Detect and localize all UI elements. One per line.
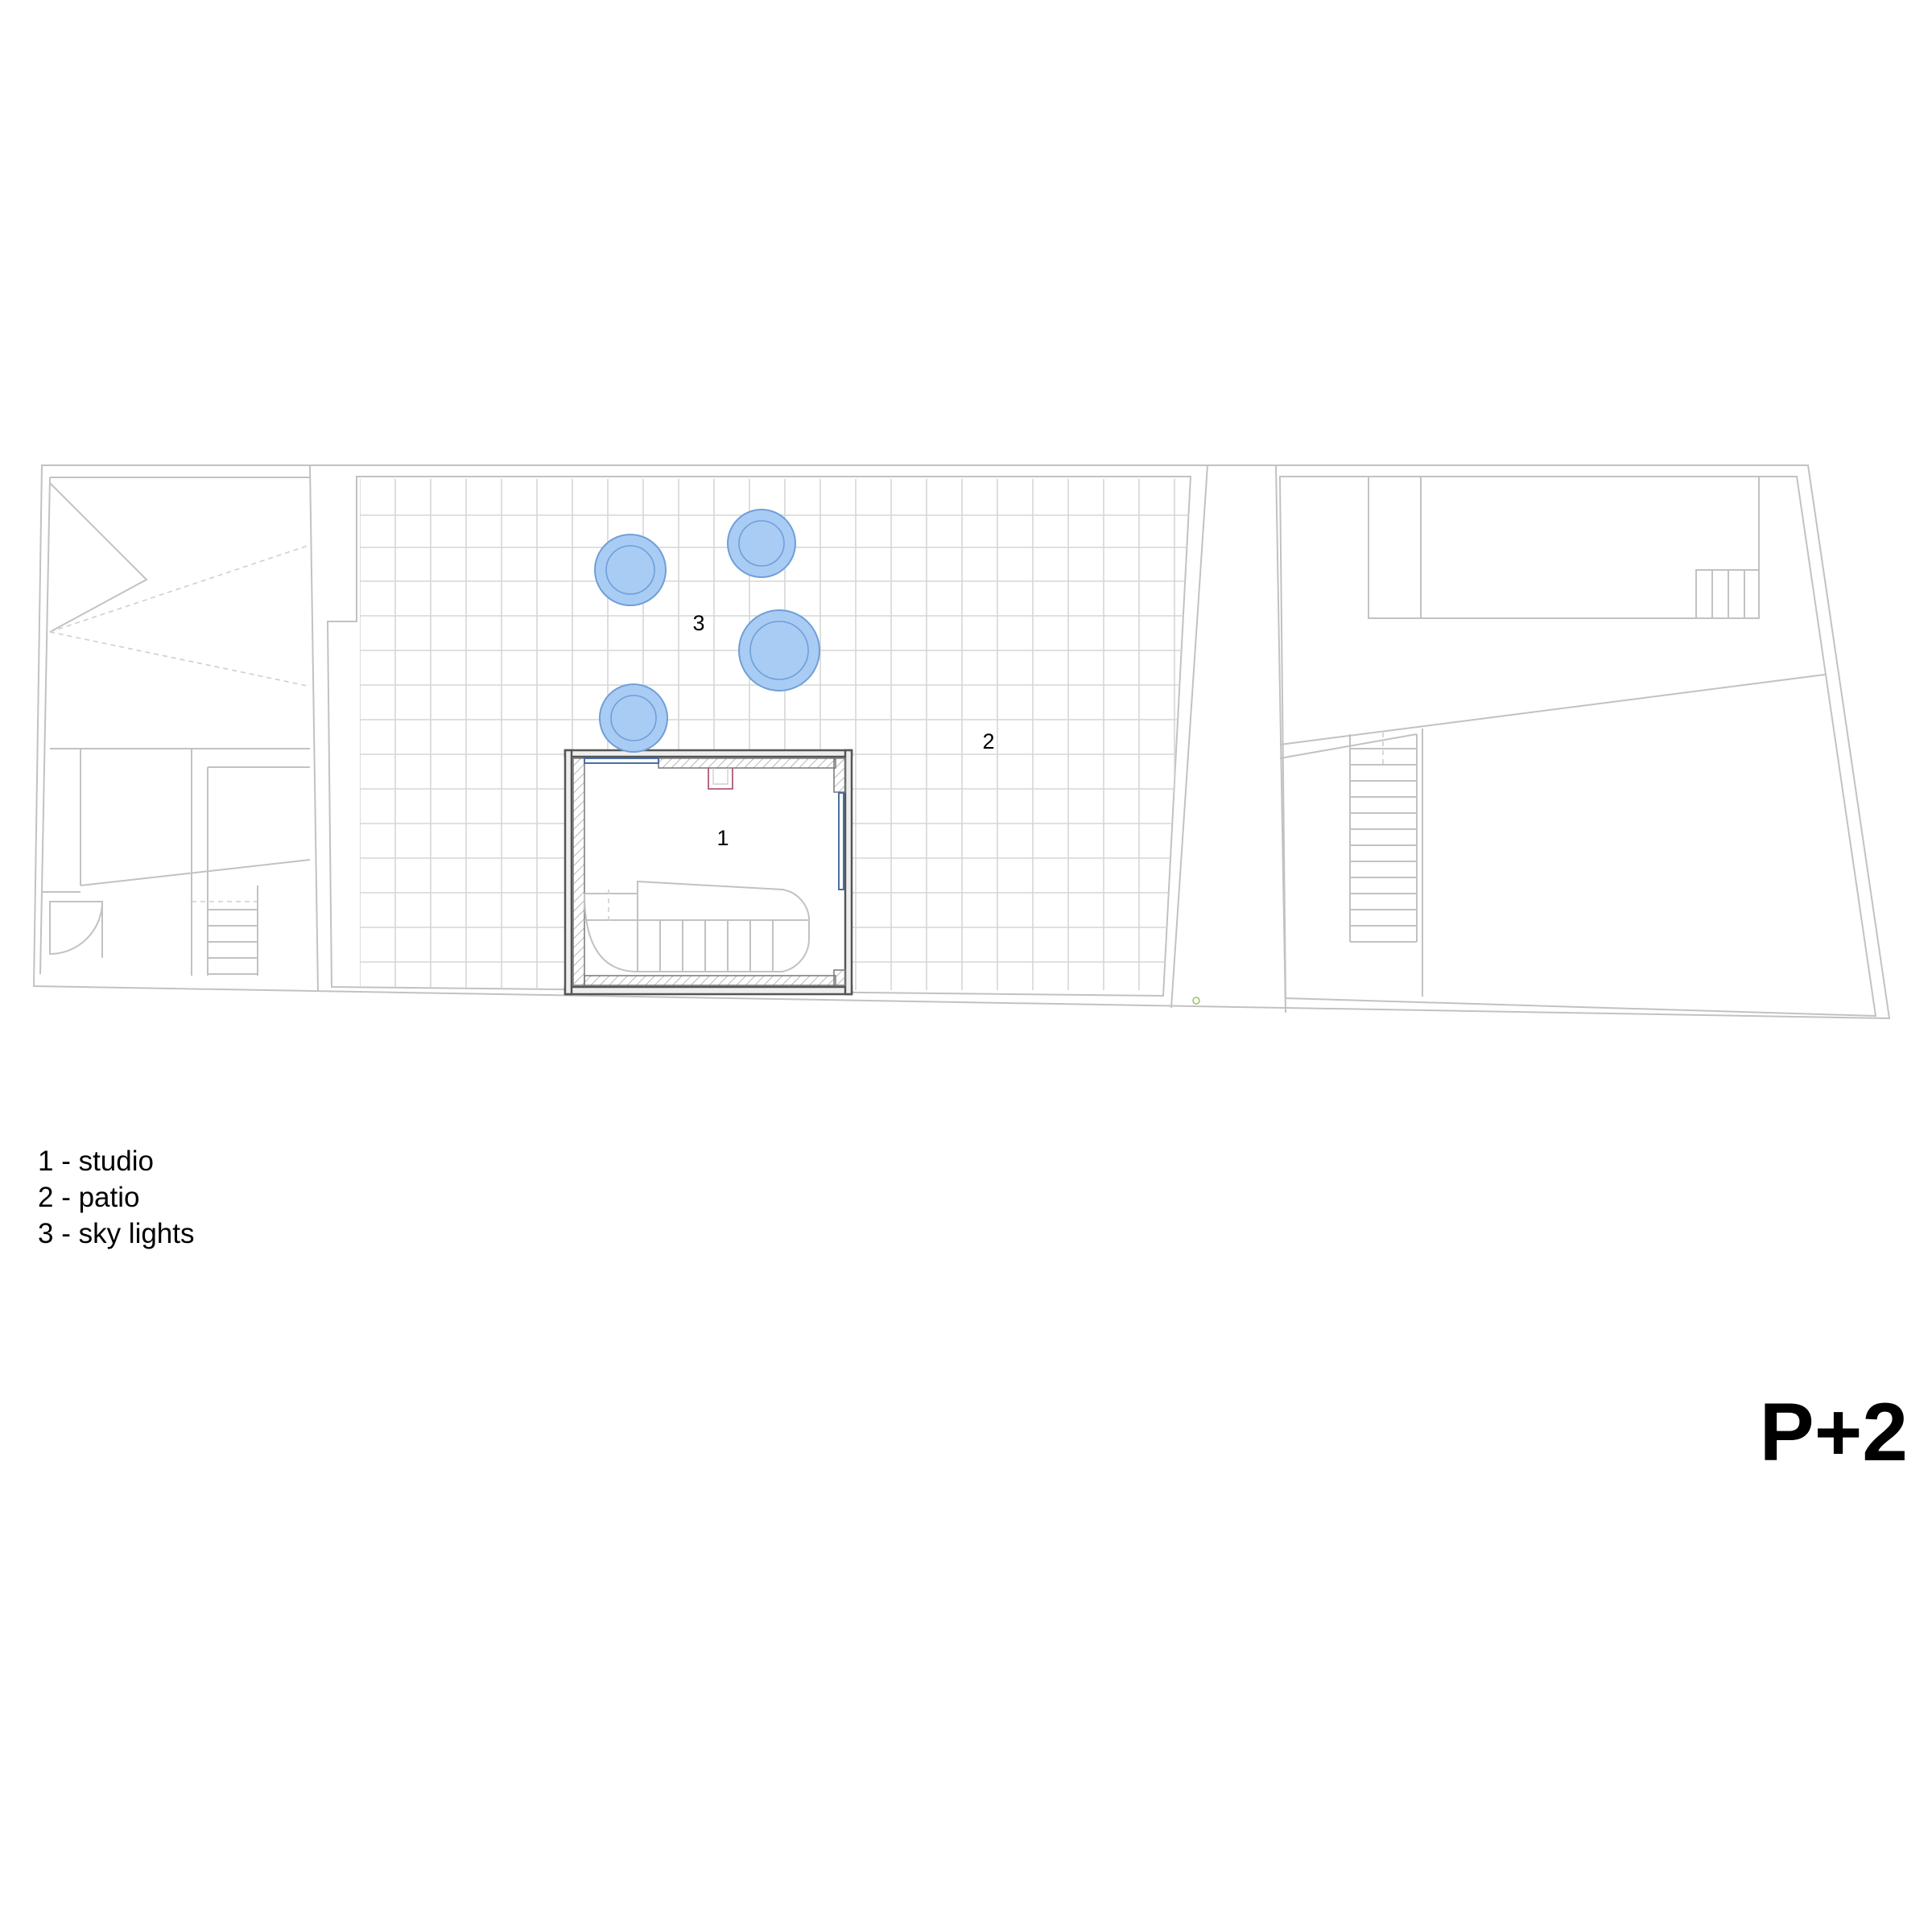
- legend: 1 - studio 2 - patio 3 - sky lights: [38, 1143, 195, 1252]
- skylight-1: [594, 534, 667, 606]
- legend-item-studio: 1 - studio: [38, 1146, 154, 1177]
- skylight-4: [599, 683, 668, 753]
- legend-item-patio: 2 - patio: [38, 1182, 140, 1213]
- building-outline: [32, 464, 1891, 1020]
- skylights: [594, 509, 820, 753]
- left-building: [39, 464, 319, 993]
- level-title: P+2: [1759, 1386, 1908, 1478]
- party-wall: [1170, 464, 1208, 1009]
- skylight-3: [738, 609, 820, 691]
- skylight-2: [727, 509, 796, 578]
- room-label-patio: 2: [982, 729, 994, 753]
- right-stair: [1350, 748, 1417, 943]
- right-building: [1278, 476, 1877, 1018]
- legend-item-skylights: 3 - sky lights: [38, 1218, 195, 1249]
- room-label-skylights: 3: [692, 611, 704, 635]
- roof-stair: [1695, 569, 1760, 619]
- studio-room: [564, 749, 853, 996]
- left-stair: [208, 886, 258, 976]
- room-label-studio: 1: [716, 826, 729, 850]
